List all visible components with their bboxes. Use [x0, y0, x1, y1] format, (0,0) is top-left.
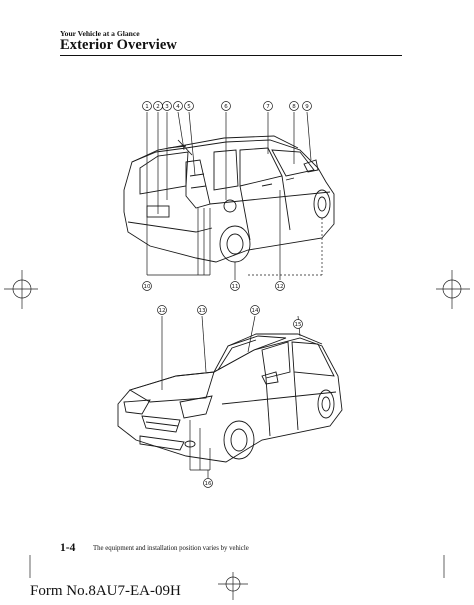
- svg-text:4: 4: [176, 104, 180, 110]
- svg-text:12: 12: [159, 308, 166, 314]
- callout-12: 12: [275, 281, 285, 291]
- svg-text:8: 8: [292, 104, 296, 110]
- callout-4: 4: [173, 101, 183, 111]
- section-label: Your Vehicle at a Glance: [60, 29, 140, 38]
- front-callout-leaders: [161, 315, 301, 478]
- svg-text:16: 16: [205, 481, 212, 487]
- callout-f-13: 13: [197, 305, 207, 315]
- rear-callout-leaders: [146, 111, 323, 280]
- callout-5: 5: [184, 101, 194, 111]
- footer-note: The equipment and installation position …: [93, 545, 249, 552]
- callout-6: 6: [221, 101, 231, 111]
- page-number: 1-4: [60, 542, 76, 554]
- svg-text:7: 7: [266, 104, 270, 110]
- callout-3: 3: [162, 101, 172, 111]
- registration-marks: [4, 270, 470, 600]
- rear-callouts: 1 2 3 4 5 6 7 8 9 10 11 12: [142, 101, 312, 291]
- callout-f-14: 14: [250, 305, 260, 315]
- svg-text:9: 9: [305, 104, 309, 110]
- svg-text:6: 6: [224, 104, 228, 110]
- callout-1: 1: [142, 101, 152, 111]
- callout-11: 11: [230, 281, 240, 291]
- svg-text:15: 15: [295, 322, 302, 328]
- svg-text:14: 14: [252, 308, 259, 314]
- svg-text:5: 5: [187, 104, 191, 110]
- header-rule: [60, 55, 402, 56]
- callout-8: 8: [289, 101, 299, 111]
- callout-f-15: 15: [293, 319, 303, 329]
- svg-text:13: 13: [199, 308, 206, 314]
- svg-text:11: 11: [232, 284, 239, 290]
- callout-10: 10: [142, 281, 152, 291]
- svg-text:3: 3: [165, 104, 169, 110]
- callout-f-12: 12: [157, 305, 167, 315]
- svg-text:12: 12: [277, 284, 284, 290]
- svg-text:1: 1: [145, 104, 149, 110]
- svg-text:10: 10: [144, 284, 151, 290]
- car-front-view: [117, 333, 343, 463]
- car-rear-view: [123, 135, 335, 263]
- callout-9: 9: [302, 101, 312, 111]
- callout-7: 7: [263, 101, 273, 111]
- callout-f-16: 16: [203, 478, 213, 488]
- page-title: Exterior Overview: [60, 37, 177, 53]
- front-callouts: 12 13 14 15 16: [157, 305, 303, 488]
- svg-text:2: 2: [156, 104, 160, 110]
- form-number: Form No.8AU7-EA-09H: [30, 583, 181, 599]
- callout-2: 2: [153, 101, 163, 111]
